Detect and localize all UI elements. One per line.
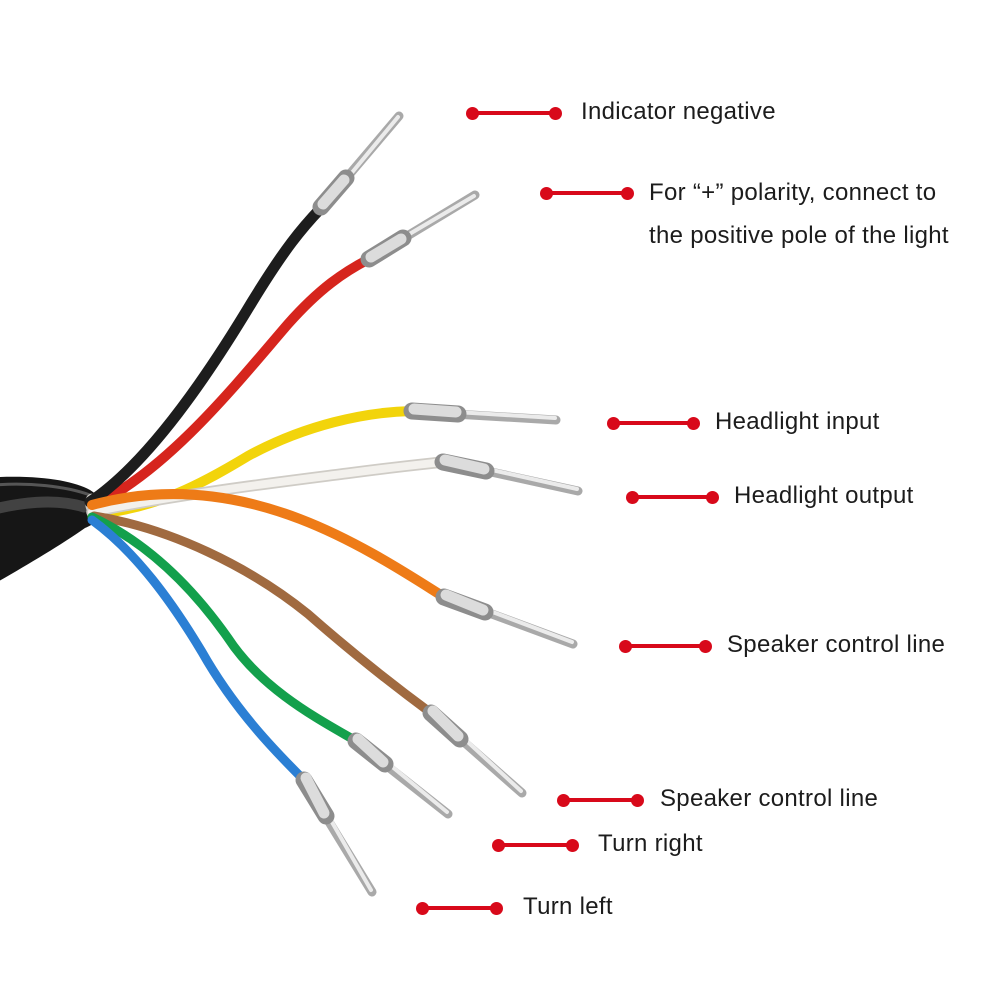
terminal-pin-brown (422, 704, 527, 798)
callout-label: Indicator negative (581, 97, 776, 125)
terminal-pin-highlight (399, 194, 476, 241)
callout-label: Turn left (523, 892, 613, 920)
terminal-pin-highlight (343, 115, 400, 183)
terminal-pin-blue (295, 771, 377, 897)
terminal-pin-green (347, 732, 453, 819)
terminal-pin-highlight (480, 606, 574, 644)
wire-green-path (87, 512, 361, 746)
terminal-pin-highlight (382, 758, 449, 814)
leader-line (416, 902, 503, 914)
wire-orange-path (87, 489, 449, 602)
wire-red (90, 190, 480, 510)
leader-line (557, 794, 644, 806)
terminal-pin-highlight (323, 808, 373, 892)
wire-blue (87, 515, 377, 897)
terminal-pin-red (360, 190, 480, 268)
leader-line (619, 640, 712, 652)
callout-label: Turn right (598, 829, 703, 857)
callout-label: Headlight input (715, 407, 880, 435)
terminal-pin-black (312, 111, 404, 216)
leader-line (540, 187, 634, 199)
terminal-pin-yellow (403, 402, 561, 425)
wire-black (84, 111, 404, 508)
leader-line (492, 839, 579, 851)
wire-brown (89, 511, 527, 798)
wire-green (87, 512, 453, 819)
callout-label: Headlight output (734, 481, 914, 509)
terminal-crimp-highlight (317, 174, 350, 210)
callout-label: For “+” polarity, connect to the positiv… (649, 171, 949, 257)
leader-line (466, 107, 562, 119)
callout-label-line1: For “+” polarity, connect to (649, 179, 937, 206)
terminal-pin-highlight (456, 731, 523, 793)
leader-line (626, 491, 719, 503)
wire-white (86, 453, 583, 518)
terminal-crimp-highlight (300, 772, 330, 819)
terminal-crimp-highlight (352, 733, 389, 768)
terminal-pin-highlight (481, 466, 579, 491)
terminal-crimp-highlight (427, 705, 464, 742)
terminal-pin-highlight (454, 410, 557, 420)
terminal-crimp-highlight (408, 403, 462, 418)
wire-black-path (84, 202, 327, 508)
wire-red-path (90, 254, 374, 510)
callout-label: Speaker control line (660, 784, 879, 812)
callout-label-line2: the positive pole of the light (649, 222, 949, 249)
cable-sheath-edge-highlight (0, 482, 92, 497)
callout-label: Speaker control line (727, 630, 946, 658)
terminal-crimp-highlight (439, 454, 490, 475)
wire-blue-path (87, 515, 309, 785)
wire-orange (87, 489, 578, 649)
leader-line (607, 417, 700, 429)
wire-brown-path (89, 511, 436, 718)
terminal-pin-orange (435, 588, 578, 649)
terminal-crimp-highlight (365, 233, 407, 263)
terminal-crimp-highlight (440, 589, 489, 616)
cable-sheath-highlight (0, 496, 90, 514)
wire-white-path (88, 458, 447, 516)
terminal-pin-white (434, 453, 583, 496)
